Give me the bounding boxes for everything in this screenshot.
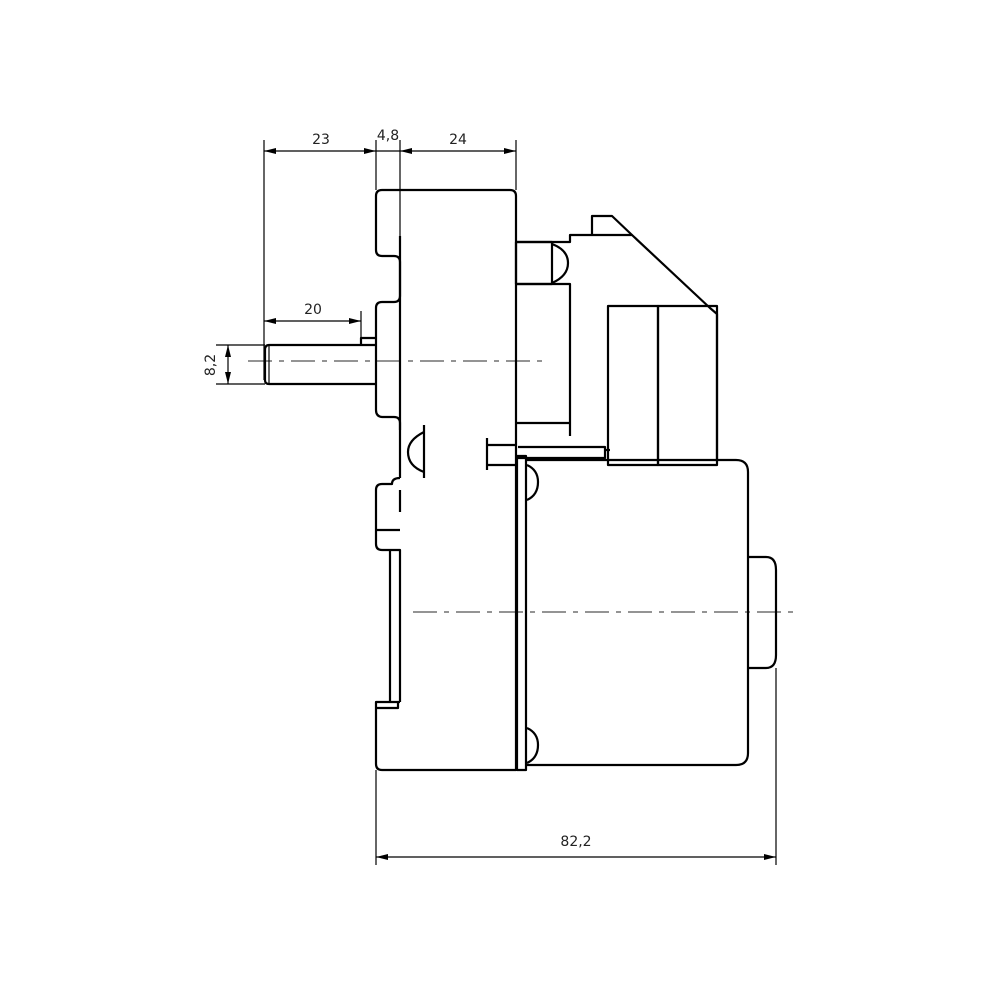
dim-shaft-projection: 23: [312, 132, 330, 148]
screw-head-icon: [406, 431, 425, 474]
dim-shaft-diameter: 8,2: [203, 354, 219, 376]
dim-shaft-length: 20: [304, 302, 322, 318]
overall-length-dimension: 82,2: [375, 668, 777, 865]
motor-rear-cap: [748, 555, 778, 670]
screw-head-icon: [526, 726, 540, 765]
gearbox-housing: [374, 188, 518, 772]
screw-head-icon: [526, 463, 540, 502]
capacitor-assembly: [485, 214, 719, 470]
top-dimensions: 23 4,8 24: [263, 128, 517, 380]
dim-overall-length: 82,2: [560, 834, 591, 850]
motor: [515, 454, 778, 772]
dim-gearbox-depth: 24: [449, 132, 467, 148]
dim-flange-thickness: 4,8: [377, 128, 399, 144]
screw-head-icon: [551, 242, 570, 285]
shaft-length-dimension: 20: [264, 302, 362, 338]
shaft-diameter-dimension: 8,2: [203, 344, 265, 385]
